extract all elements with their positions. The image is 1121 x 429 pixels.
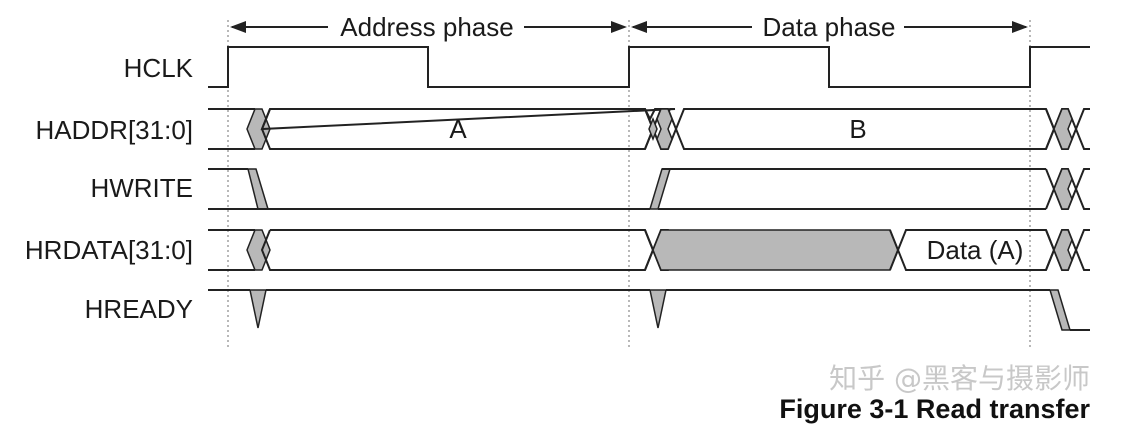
haddr-value-a: A (449, 114, 467, 144)
figure-caption: Figure 3-1 Read transfer (779, 394, 1090, 424)
signal-label-hrdata: HRDATA[31:0] (25, 235, 193, 265)
address-phase-arrow (230, 21, 627, 33)
data-phase-label: Data phase (763, 12, 896, 42)
address-phase-label: Address phase (340, 12, 513, 42)
signal-label-haddr: HADDR[31:0] (36, 115, 194, 145)
hrdata-value-data-a: Data (A) (927, 235, 1024, 265)
signal-label-hwrite: HWRITE (90, 173, 193, 203)
hwrite-waveform (208, 168, 1090, 210)
hclk-waveform (208, 46, 1090, 88)
signal-label-hready: HREADY (85, 294, 193, 324)
data-phase-arrow (631, 21, 1028, 33)
haddr-value-b: B (849, 114, 866, 144)
hrdata-waveform (208, 229, 1090, 271)
hready-waveform (208, 289, 1090, 331)
signal-label-hclk: HCLK (124, 53, 194, 83)
haddr-waveform (208, 108, 1090, 150)
watermark-text: 知乎 @黑客与摄影师 (829, 362, 1090, 395)
